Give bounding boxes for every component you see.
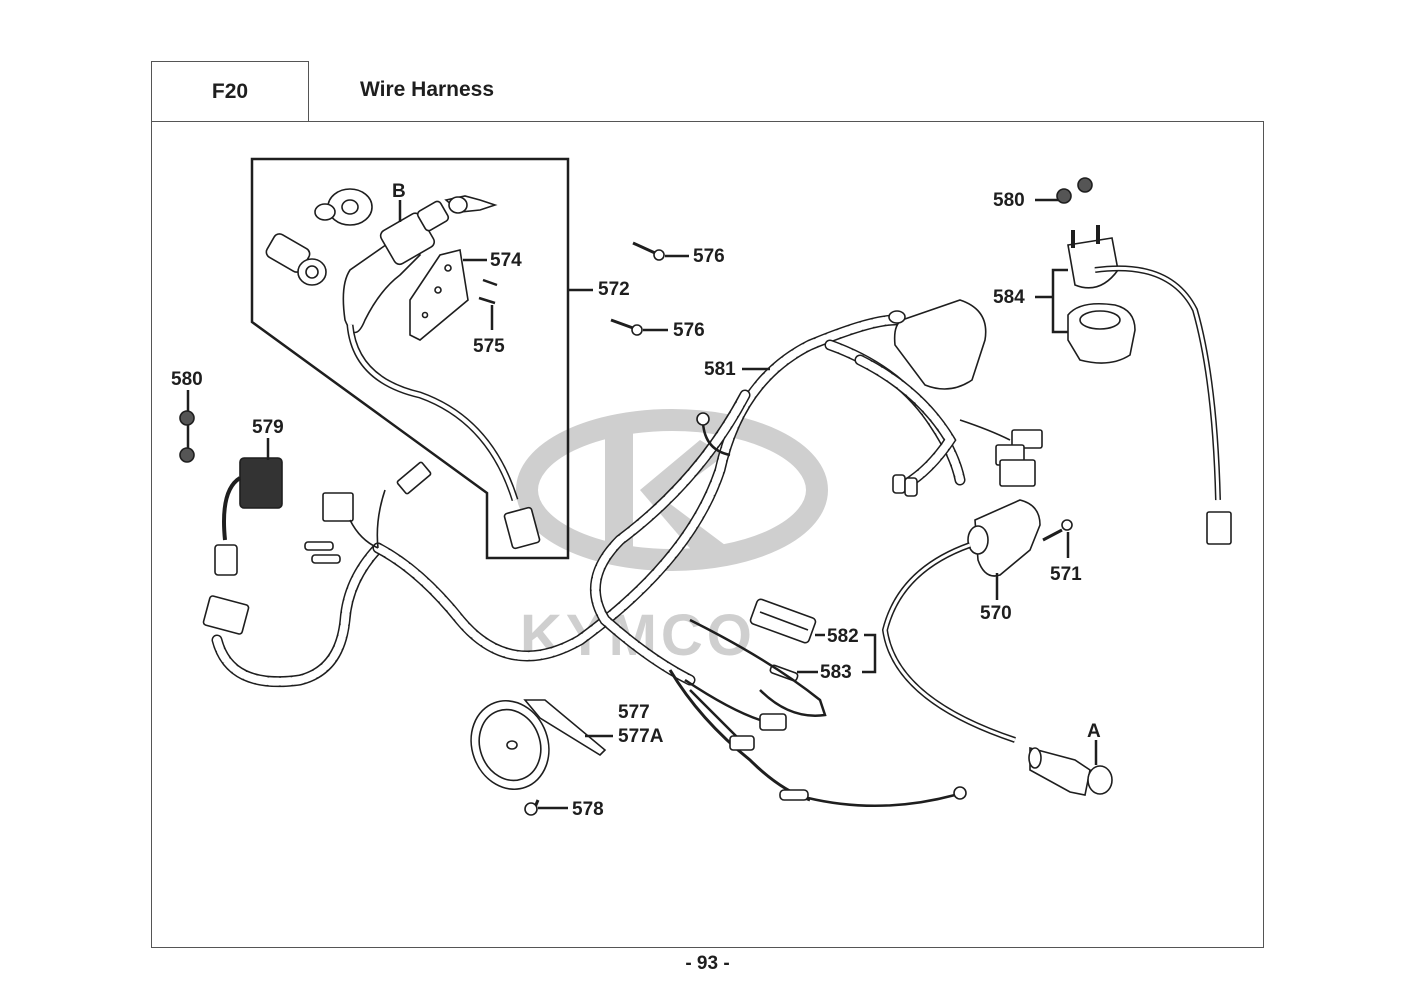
starter-relay[interactable] (1067, 225, 1136, 364)
page-title: Wire Harness (360, 78, 495, 101)
nut-580-right-b[interactable] (1077, 177, 1093, 193)
section-code: F20 (151, 61, 309, 122)
callout-583[interactable]: 583 (820, 662, 852, 683)
relay-connector[interactable] (1206, 511, 1232, 545)
watermark-text: KYMCO (520, 603, 756, 668)
bolt-576-lower[interactable] (610, 318, 643, 336)
ground-terminal (696, 412, 710, 426)
inset-box-572 (250, 157, 570, 560)
callout-574[interactable]: 574 (490, 250, 522, 271)
watermark-k-arms (640, 440, 725, 560)
lock-cylinder-seat[interactable] (314, 188, 373, 226)
bolt-571[interactable] (1042, 519, 1073, 542)
relay-cable (1094, 265, 1221, 501)
main-wire-harness[interactable] (211, 314, 966, 688)
ignition-coil[interactable] (881, 499, 1041, 743)
bracket-584 (1051, 268, 1068, 334)
harness-connectors[interactable] (892, 419, 1043, 497)
ignition-switch[interactable] (342, 195, 498, 334)
regulator-rectifier[interactable] (214, 457, 283, 576)
screw-pair[interactable] (478, 278, 498, 305)
lock-cylinder-seat[interactable] (264, 232, 327, 286)
callout-577[interactable]: 577 (618, 702, 650, 723)
bracket-582-583 (862, 633, 877, 674)
callout-575[interactable]: 575 (473, 336, 505, 357)
callout-B[interactable]: B (392, 181, 406, 202)
callout-580-right[interactable]: 580 (993, 190, 1025, 211)
left-harness-connectors[interactable] (202, 461, 432, 635)
spark-plug-cap[interactable] (1028, 746, 1113, 796)
callout-570[interactable]: 570 (980, 603, 1012, 624)
callout-A[interactable]: A (1087, 721, 1101, 742)
lower-harness-branches[interactable] (668, 669, 967, 808)
horn[interactable] (459, 690, 607, 801)
callout-572[interactable]: 572 (598, 279, 630, 300)
fuse-holder[interactable] (749, 598, 817, 644)
nut-580-left-upper[interactable] (179, 410, 195, 426)
bolt-578[interactable] (524, 799, 540, 816)
callout-584[interactable]: 584 (993, 287, 1025, 308)
callout-576-lower[interactable]: 576 (673, 320, 705, 341)
kymco-watermark: KYMCO (516, 409, 828, 668)
nut-580-left-lower[interactable] (179, 447, 195, 463)
bolt-576-upper[interactable] (632, 241, 665, 261)
callout-581[interactable]: 581 (704, 359, 736, 380)
diagram-frame (151, 121, 1264, 948)
callout-579[interactable]: 579 (252, 417, 284, 438)
callout-576-upper[interactable]: 576 (693, 246, 725, 267)
page-number: - 93 - (685, 953, 730, 974)
switch-plate[interactable] (409, 249, 469, 341)
fuse-wire (689, 618, 827, 717)
callout-578[interactable]: 578 (572, 799, 604, 820)
ground-wire (701, 422, 731, 457)
callout-577A[interactable]: 577A (618, 726, 664, 747)
nut-580-right-a[interactable] (1056, 188, 1072, 204)
switch-connector[interactable] (503, 506, 541, 550)
harness-canister[interactable] (888, 299, 987, 390)
callout-580-left[interactable]: 580 (171, 369, 203, 390)
callout-571[interactable]: 571 (1050, 564, 1082, 585)
callout-582[interactable]: 582 (827, 626, 859, 647)
